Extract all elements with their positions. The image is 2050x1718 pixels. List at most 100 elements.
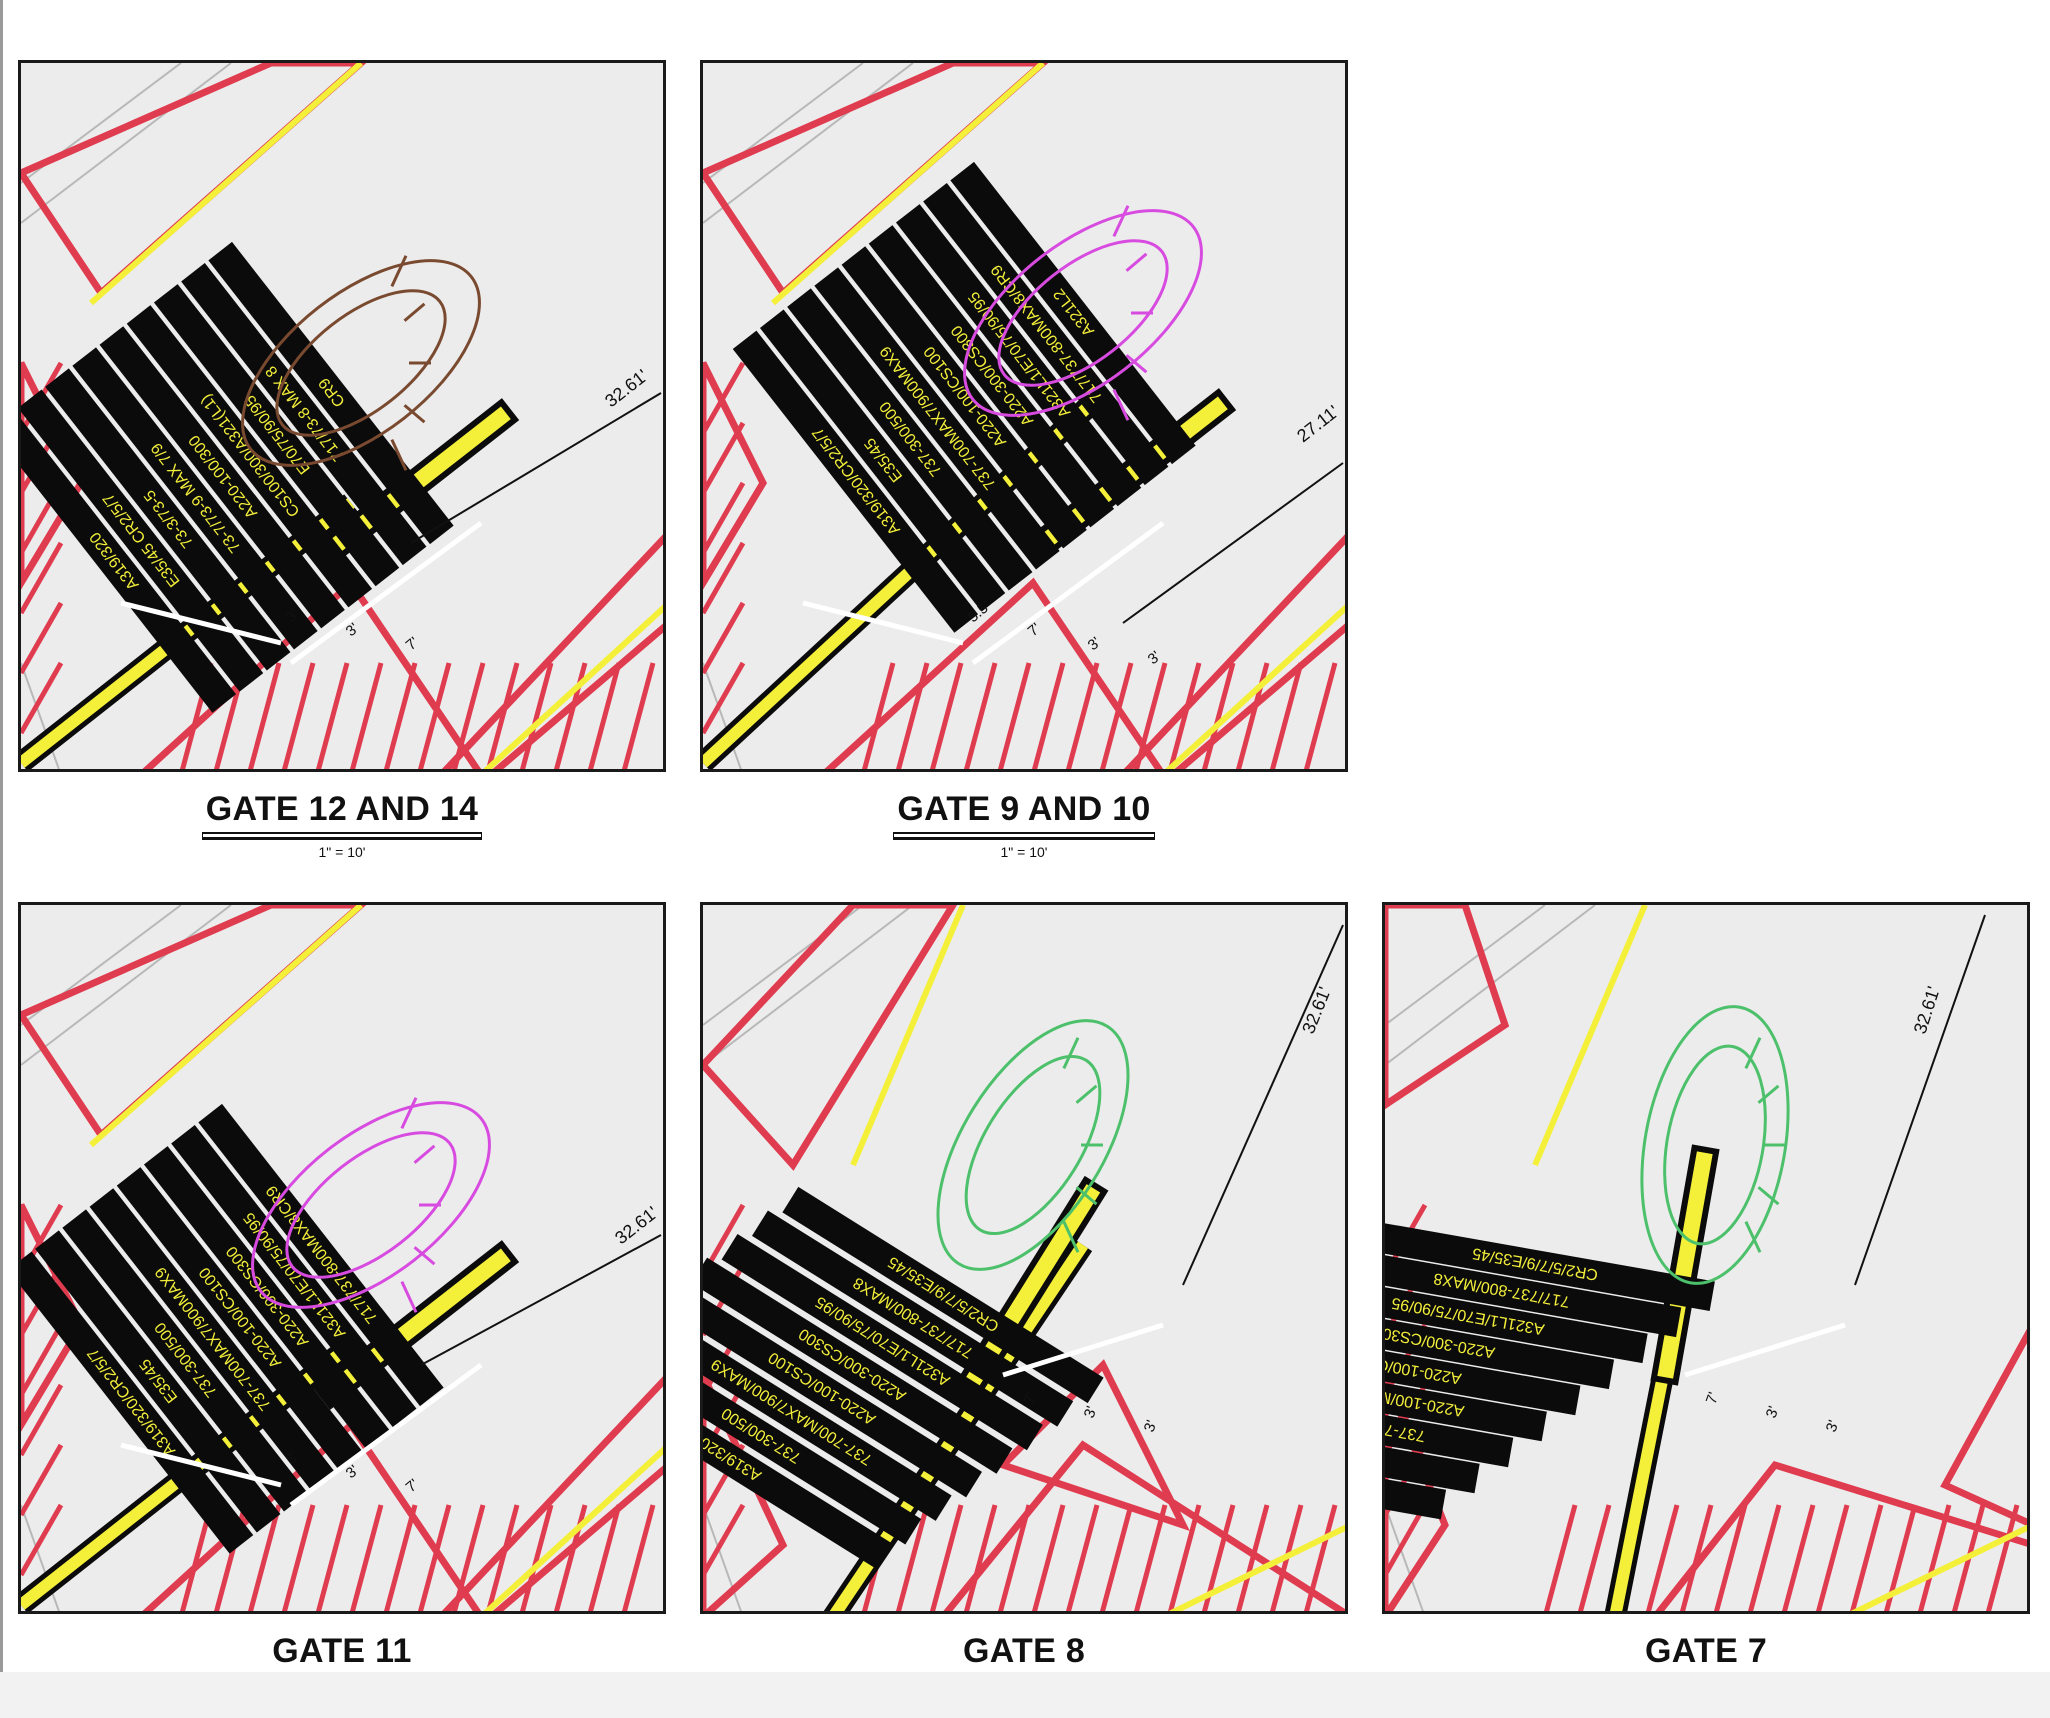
gate-diagram: CR2/5/7/9/E35/45717/737-800/MAX8A321L1/E… bbox=[703, 905, 1345, 1611]
stop-bar-labels: CR2/5/7/9/E35/45717/737-800/MAX8A321L1/E… bbox=[1385, 1218, 1715, 1520]
hatch-stripe bbox=[350, 662, 384, 769]
turning-arc-outer bbox=[963, 209, 1203, 417]
hatched-zone bbox=[703, 361, 767, 590]
hatch-stripe bbox=[1816, 1504, 1850, 1611]
turning-arc bbox=[963, 205, 1203, 421]
turning-arc-tick bbox=[390, 255, 408, 288]
stop-bar-rect bbox=[35, 1230, 281, 1533]
hatch-outline bbox=[1655, 1460, 2027, 1611]
stop-bar-rect bbox=[198, 1103, 444, 1407]
hatch-stripe bbox=[418, 662, 452, 769]
stop-bar-rect bbox=[1385, 1323, 1581, 1416]
caption-gate-9-10: GATE 9 AND 10 bbox=[700, 790, 1348, 834]
hatched-zone bbox=[21, 905, 367, 1141]
hatch-stripe bbox=[520, 662, 554, 769]
hatch-stripe bbox=[930, 662, 964, 769]
hatch-stripe bbox=[1304, 662, 1338, 769]
hatch-stripe bbox=[21, 1383, 64, 1457]
hatch-stripe bbox=[862, 662, 896, 769]
hatch-stripe bbox=[1202, 662, 1236, 769]
stop-bar-rect bbox=[116, 1167, 363, 1470]
turning-arc-inner bbox=[997, 239, 1169, 387]
stop-bar-rect bbox=[923, 183, 1169, 486]
turning-arc-tick bbox=[1075, 1186, 1098, 1206]
hatch-stripe bbox=[703, 541, 746, 615]
stop-bar: 737-300/500 bbox=[1385, 1401, 1480, 1494]
hatch-stripe bbox=[1850, 1504, 1884, 1611]
hatch-stripe bbox=[1270, 1504, 1304, 1611]
stop-bar-rect bbox=[1385, 1218, 1715, 1312]
stop-bar-rect bbox=[759, 309, 1006, 612]
hatch-outline bbox=[441, 534, 663, 769]
stop-bar-rect bbox=[21, 410, 237, 713]
hatch-stripe bbox=[452, 662, 486, 769]
yellow-edge-line bbox=[1165, 604, 1345, 769]
yellow-edge-line bbox=[1532, 905, 1648, 1167]
hatch-stripe bbox=[350, 1504, 384, 1611]
stop-bar-rect bbox=[153, 284, 400, 587]
stop-bar-rect bbox=[703, 1257, 1013, 1474]
turning-arc-tick bbox=[1062, 1220, 1080, 1253]
turning-arc-inner bbox=[285, 1131, 457, 1279]
scale-gate-12-14: 1" = 10' bbox=[318, 844, 366, 860]
turning-arc-outer bbox=[251, 1101, 491, 1309]
stop-bar-rect bbox=[1385, 1375, 1514, 1468]
dimension-line-group bbox=[410, 392, 662, 544]
hatch-stripe bbox=[1032, 1504, 1066, 1611]
turning-arc-tick bbox=[1125, 354, 1148, 374]
hatched-zone bbox=[1940, 1328, 2027, 1527]
stop-bar-rect bbox=[21, 389, 264, 692]
hatch-stripe bbox=[1100, 1504, 1134, 1611]
hatch-stripe bbox=[452, 1504, 486, 1611]
page-left-rule bbox=[0, 0, 3, 1718]
hatch-outline bbox=[1940, 1328, 2027, 1527]
hatch-stripe bbox=[1168, 1504, 1202, 1611]
dimension-line-group bbox=[1854, 914, 1986, 1286]
hatch-stripe bbox=[703, 481, 746, 555]
hatch-stripe bbox=[703, 601, 746, 675]
hatch-stripe bbox=[21, 1503, 64, 1577]
stop-bar-rect bbox=[72, 347, 318, 650]
hatch-stripe bbox=[1986, 1504, 2020, 1611]
stop-bar-rect bbox=[782, 1186, 1104, 1404]
hatch-stripe bbox=[384, 662, 418, 769]
hatch-stripe bbox=[622, 1504, 656, 1611]
hatch-outline bbox=[824, 577, 1164, 769]
page-bottom-band bbox=[0, 1672, 2050, 1718]
yellow-edge-line bbox=[89, 63, 363, 306]
dimension-line-group bbox=[1182, 924, 1344, 1286]
turning-arc-tick bbox=[1112, 205, 1130, 238]
hatch-stripe bbox=[930, 1504, 964, 1611]
hatch-stripe bbox=[896, 662, 930, 769]
hatch-stripe bbox=[486, 1504, 520, 1611]
hatch-stripe bbox=[1680, 1504, 1714, 1611]
hatch-stripe bbox=[1168, 662, 1202, 769]
hatch-stripe bbox=[1236, 1504, 1270, 1611]
turning-arc-tick bbox=[1125, 252, 1148, 272]
hatch-stripe bbox=[1646, 1504, 1680, 1611]
hatch-stripes bbox=[703, 361, 1338, 769]
yellow-edge-line bbox=[1850, 1524, 2027, 1611]
white-guide-line bbox=[120, 520, 483, 666]
hatch-stripe bbox=[384, 1504, 418, 1611]
hatched-zone bbox=[824, 577, 1164, 769]
hatch-stripe bbox=[1918, 1504, 1952, 1611]
scale-gate-9-10: 1" = 10' bbox=[1000, 844, 1048, 860]
stop-bar-rect bbox=[814, 267, 1060, 570]
stop-bar-rect bbox=[787, 288, 1033, 591]
caption-gate-8: GATE 8 bbox=[700, 1632, 1348, 1674]
yellow-edge-line bbox=[89, 905, 363, 1148]
hatch-stripe bbox=[21, 601, 64, 675]
hatch-stripe bbox=[998, 662, 1032, 769]
dimension-line bbox=[420, 1234, 662, 1366]
hatch-stripe bbox=[21, 661, 64, 735]
turning-arc-tick bbox=[400, 1097, 418, 1130]
stop-bar-rect bbox=[126, 305, 373, 608]
hatch-stripe bbox=[21, 1323, 64, 1397]
hatched-zone bbox=[1385, 905, 1510, 1110]
turning-arc-tick bbox=[403, 404, 426, 424]
hatch-stripe bbox=[316, 662, 350, 769]
